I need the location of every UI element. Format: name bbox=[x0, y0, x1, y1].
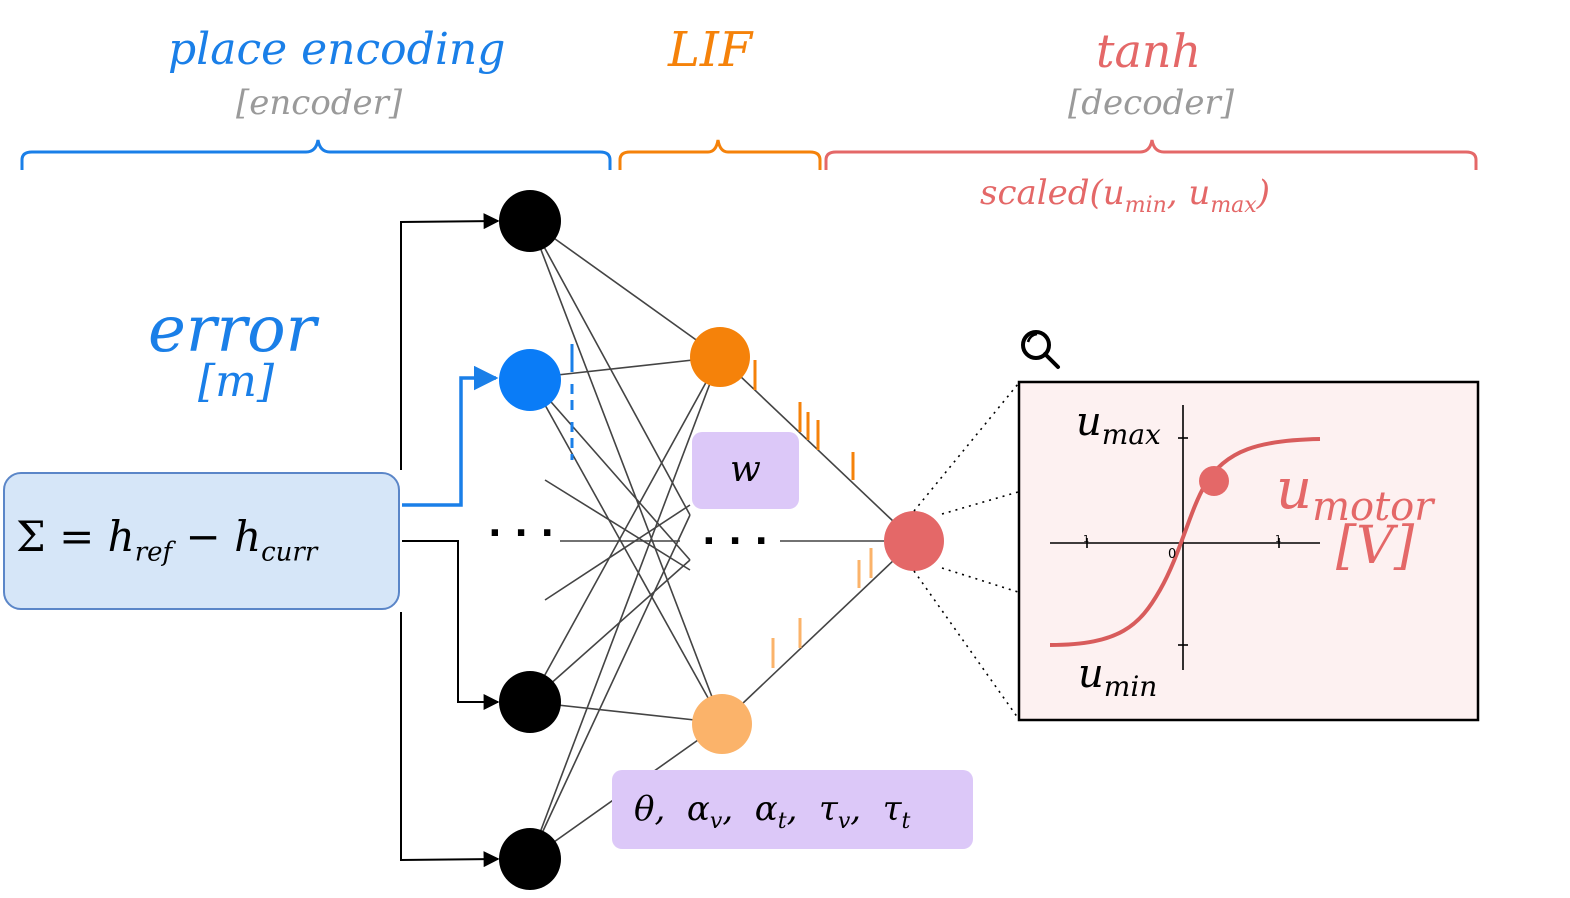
error-formula: Σ = href − hcurr bbox=[16, 512, 318, 568]
tanh-curve bbox=[1049, 437, 1321, 647]
output-neuron bbox=[884, 511, 944, 571]
ellipsis-hidden-layer: · · · bbox=[702, 521, 769, 562]
decoder-brace bbox=[824, 139, 1478, 170]
neuron-parameters: θ, αv, αt, τv, τt bbox=[634, 789, 911, 834]
parameter-box bbox=[612, 770, 973, 849]
input-neuron-active bbox=[499, 349, 561, 411]
operating-point bbox=[1199, 466, 1229, 496]
lif-title: LIF bbox=[668, 22, 753, 78]
encoder-brace bbox=[20, 139, 612, 170]
zoom-tick-left: 1 bbox=[1083, 534, 1090, 545]
hidden-neuron-1 bbox=[690, 327, 750, 387]
error-unit: [m] bbox=[198, 356, 275, 407]
input-hidden-connections bbox=[529, 220, 723, 860]
decoder-title: tanh bbox=[1096, 24, 1202, 78]
input-neuron-3 bbox=[499, 671, 561, 733]
lif-brace bbox=[618, 139, 822, 170]
ellipsis-input-layer: · · · bbox=[488, 513, 555, 554]
weight-label: w bbox=[730, 449, 761, 490]
input-neuron-4 bbox=[499, 828, 561, 890]
encoder-title: place encoding bbox=[168, 24, 506, 75]
hidden-neuron-2 bbox=[692, 694, 752, 754]
decoder-scaling: scaled(umin, umax) bbox=[980, 173, 1270, 218]
magnifier-icon bbox=[1021, 330, 1060, 369]
zoom-origin-label: 0 bbox=[1168, 547, 1177, 562]
zoom-umin-label: umin bbox=[1078, 651, 1158, 703]
active-input-arrow bbox=[402, 365, 499, 507]
zoom-umax-label: umax bbox=[1076, 399, 1161, 451]
spike-trains bbox=[570, 344, 873, 668]
decoder-subtitle: [decoder] bbox=[1068, 83, 1235, 123]
formula-box bbox=[3, 472, 400, 610]
input-connectors bbox=[400, 213, 500, 868]
error-label: error bbox=[148, 293, 317, 367]
zoom-panel bbox=[1017, 380, 1480, 722]
motor-output-label: umotor bbox=[1276, 457, 1434, 531]
zoom-tick-right: 1 bbox=[1275, 534, 1282, 545]
encoder-subtitle: [encoder] bbox=[236, 83, 403, 123]
weight-box bbox=[692, 432, 799, 509]
motor-output-unit: [V] bbox=[1336, 516, 1415, 576]
input-neuron-1 bbox=[499, 190, 561, 252]
